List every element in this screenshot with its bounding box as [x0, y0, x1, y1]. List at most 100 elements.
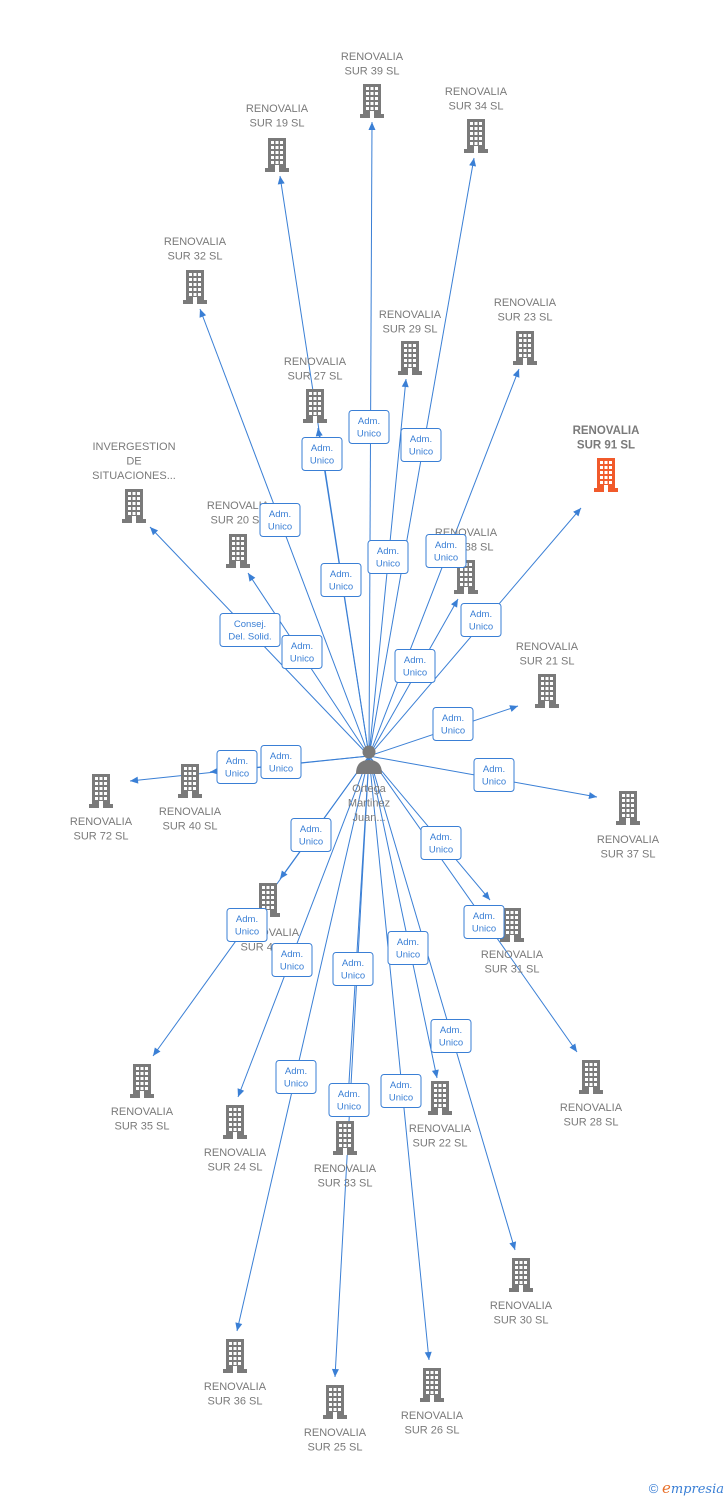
building-icon[interactable] — [513, 331, 537, 365]
role-badge-sur72[interactable]: Adm.Unico — [216, 750, 258, 784]
person-icon[interactable] — [356, 745, 382, 775]
role-badge-sur22[interactable]: Adm.Unico — [387, 931, 429, 965]
role-badge-text: Adm.Unico — [441, 713, 465, 737]
role-badge-text: Adm.Unico — [396, 937, 420, 961]
badges-layer: Adm.UnicoAdm.UnicoAdm.UnicoAdm.UnicoAdm.… — [216, 410, 515, 1117]
building-icon[interactable] — [509, 1258, 533, 1292]
building-icon[interactable] — [130, 1064, 154, 1098]
role-badge-sur91[interactable]: Adm.Unico — [460, 603, 502, 637]
arrowhead-sur72 — [130, 776, 139, 784]
role-badge-text: Adm.Unico — [341, 958, 365, 982]
role-badge-inver[interactable]: Consej.Del. Solid. — [219, 613, 281, 647]
role-badge-sur33[interactable]: Adm.Unico — [332, 952, 374, 986]
building-icon[interactable] — [265, 138, 289, 172]
building-icon[interactable] — [579, 1060, 603, 1094]
building-icon[interactable] — [323, 1385, 347, 1419]
building-icon[interactable] — [226, 534, 250, 568]
role-badge-sur39[interactable]: Adm.Unico — [348, 410, 390, 444]
role-badge-sur41[interactable]: Adm.Unico — [290, 818, 332, 852]
building-icon[interactable] — [178, 764, 202, 798]
role-badge-text: Adm.Unico — [482, 764, 506, 788]
building-icon[interactable] — [303, 389, 327, 423]
role-badge-sur31[interactable]: Adm.Unico — [420, 826, 462, 860]
footer-brand: © empresia — [649, 1479, 724, 1497]
building-icon[interactable] — [454, 560, 478, 594]
building-icon[interactable] — [594, 458, 618, 492]
role-badge-sur38[interactable]: Adm.Unico — [394, 649, 436, 683]
role-badge-sur19[interactable]: Adm.Unico — [301, 437, 343, 471]
role-badge-sur28[interactable]: Adm.Unico — [463, 905, 505, 939]
building-icon[interactable] — [223, 1339, 247, 1373]
edge-sur36 — [236, 755, 370, 1332]
role-badge-sur34[interactable]: Adm.Unico — [400, 428, 442, 462]
role-badge-sur40[interactable]: Adm.Unico — [260, 745, 302, 779]
role-badge-text: Adm.Unico — [235, 914, 259, 938]
role-badge-sur21[interactable]: Adm.Unico — [432, 707, 474, 741]
role-badge-text: Adm.Unico — [376, 546, 400, 570]
building-icon[interactable] — [464, 119, 488, 153]
role-badge-sur30[interactable]: Adm.Unico — [430, 1019, 472, 1053]
role-badge-sur29[interactable]: Adm.Unico — [367, 540, 409, 574]
building-icon[interactable] — [360, 84, 384, 118]
building-icon[interactable] — [428, 1081, 452, 1115]
building-icon[interactable] — [398, 341, 422, 375]
role-badge-sur23[interactable]: Adm.Unico — [425, 534, 467, 568]
building-icon[interactable] — [183, 270, 207, 304]
arrowhead-sur37 — [588, 792, 597, 800]
building-icon[interactable] — [616, 791, 640, 825]
role-badge-sur25[interactable]: Adm.Unico — [328, 1083, 370, 1117]
arrowhead-sur25 — [331, 1368, 339, 1377]
building-icon[interactable] — [420, 1368, 444, 1402]
building-icon[interactable] — [333, 1121, 357, 1155]
building-icon[interactable] — [535, 674, 559, 708]
role-badge-sur26[interactable]: Adm.Unico — [380, 1074, 422, 1108]
building-icon[interactable] — [89, 774, 113, 808]
arrowhead-sur26 — [424, 1351, 432, 1360]
arrowhead-sur38 — [451, 599, 458, 608]
arrowhead-inver — [150, 527, 159, 536]
arrowhead-sur22 — [431, 1069, 439, 1078]
building-icon[interactable] — [500, 908, 524, 942]
role-badge-sur37[interactable]: Adm.Unico — [473, 758, 515, 792]
role-badge-sur27[interactable]: Adm.Unico — [320, 563, 362, 597]
role-badge-text: Adm.Unico — [439, 1025, 463, 1049]
role-badge-sur20[interactable]: Adm.Unico — [281, 635, 323, 669]
role-badge-sur32[interactable]: Adm.Unico — [259, 503, 301, 537]
building-icon[interactable] — [122, 489, 146, 523]
building-icon[interactable] — [223, 1105, 247, 1139]
role-badge-sur24[interactable]: Adm.Unico — [271, 943, 313, 977]
brand-logo-initial: e — [661, 1479, 671, 1497]
role-badge-sur36[interactable]: Adm.Unico — [275, 1060, 317, 1094]
role-badge-sur35[interactable]: Adm.Unico — [226, 908, 268, 942]
